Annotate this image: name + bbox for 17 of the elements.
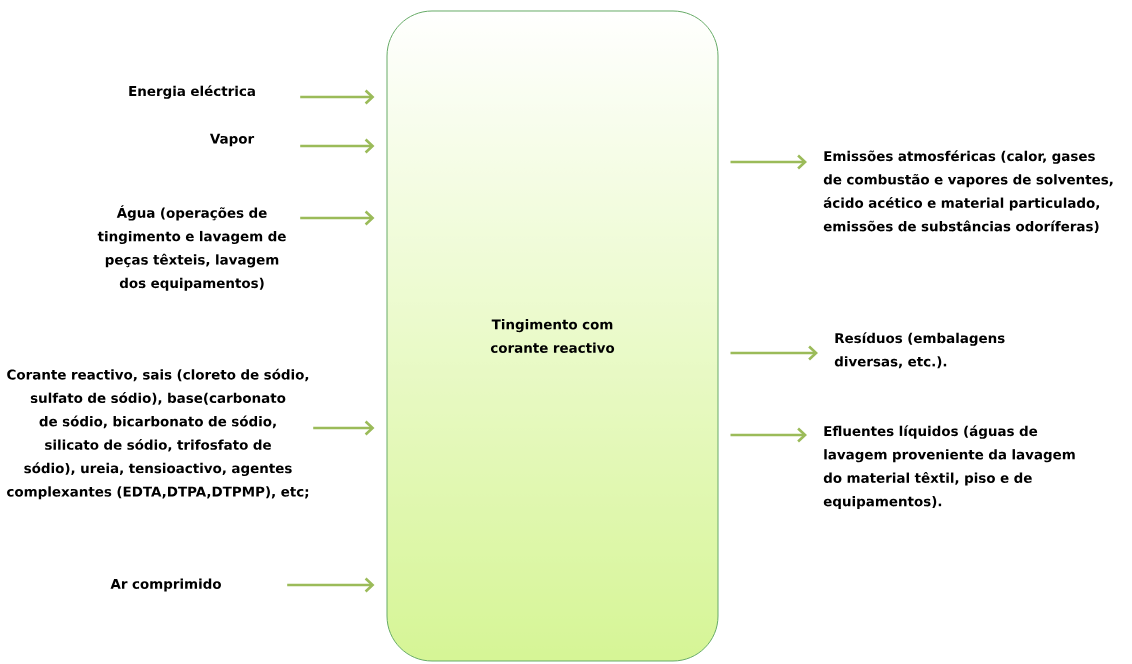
input-label: Energia eléctrica	[129, 85, 255, 99]
arrow	[287, 577, 375, 593]
arrow	[730, 427, 807, 443]
output-label: Resíduos (embalagens diversas, etc.).	[834, 332, 1005, 369]
input-label: Água (operações de tingimento e lavagem de peças têxteis, lavagem dos equipamentos)	[97, 205, 286, 291]
arrow	[300, 89, 375, 105]
arrow	[313, 420, 375, 436]
output-label: Efluentes líquidos (águas de lavagem proveniente da lavagem do material têxtil, piso e de equipamentos).	[823, 425, 1075, 509]
arrow	[300, 138, 375, 154]
input-label: Vapor	[209, 133, 255, 147]
output-label: Emissões atmosféricas (calor, gases de combustão e vapores de solventes, ácido acético e material particulado, emissões de substâncias odoríferas)	[823, 150, 1113, 233]
arrow	[300, 210, 375, 226]
input-label: Corante reactivo, sais (cloreto de sódio, sulfato de sódio), base(carbonato de sódio, bicarbonato de sódio, silicato de sódio, trifosfato de sódio), ureia, tensioactivo, agentes complexantes (EDTA,DTPA,DTPMP), etc;	[7, 368, 309, 500]
arrow	[730, 345, 818, 361]
input-label: Ar comprimido	[110, 578, 221, 592]
process-box: Tingimento com corante reactivo	[386, 10, 719, 662]
arrow	[730, 154, 807, 170]
